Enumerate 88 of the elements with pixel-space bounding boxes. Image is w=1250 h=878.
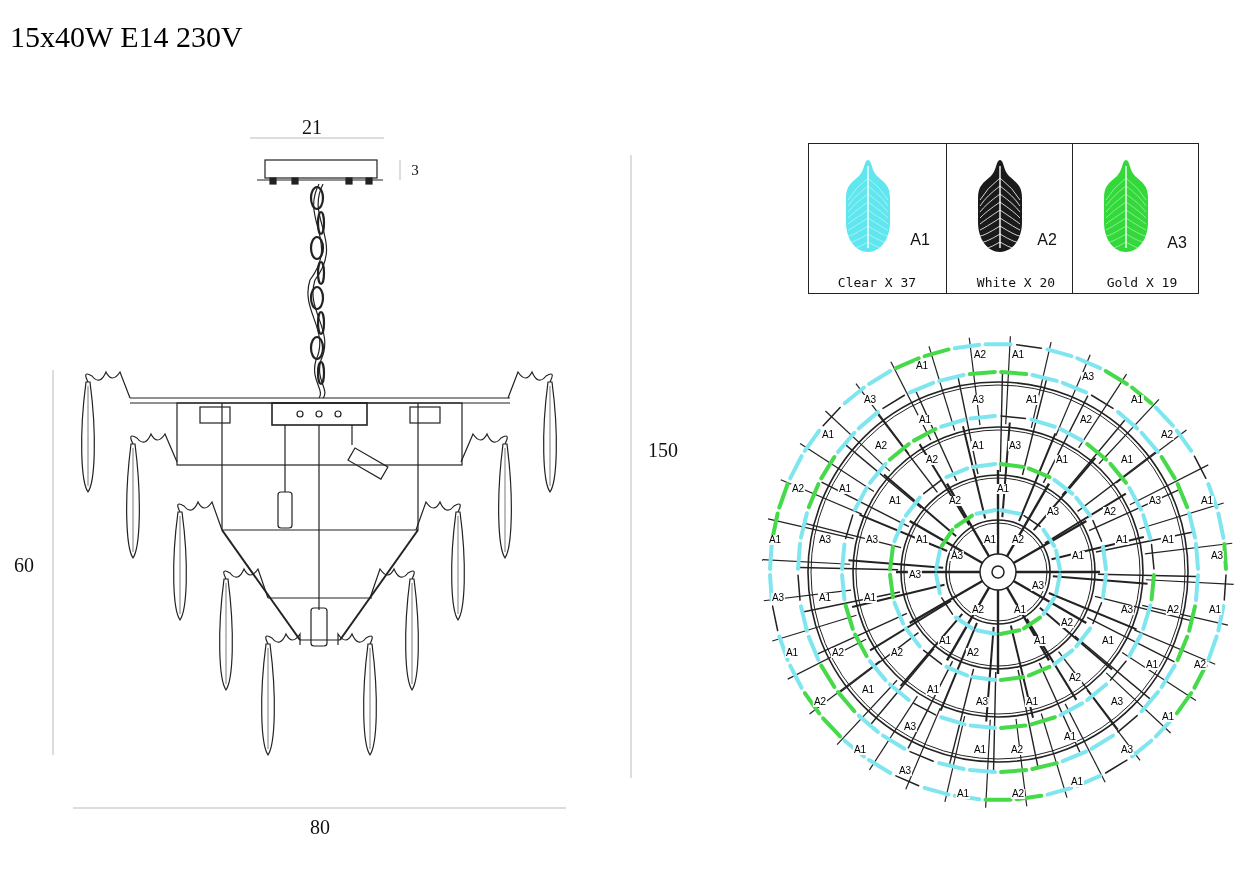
- part-code: A3: [1147, 496, 1163, 506]
- part-code: A2: [1037, 232, 1057, 248]
- part-code: A2: [1010, 535, 1026, 545]
- part-code: A3: [897, 766, 913, 776]
- part-code: A3: [902, 722, 918, 732]
- part-code: A1: [1119, 455, 1135, 465]
- part-code: A1: [820, 430, 836, 440]
- quantity-label: Gold X 19: [1106, 275, 1178, 289]
- part-code: A1: [910, 232, 930, 248]
- part-code: A3: [1119, 745, 1135, 755]
- dimension-value: 3: [411, 162, 419, 178]
- part-code: A3: [1030, 581, 1046, 591]
- part-code: A2: [970, 605, 986, 615]
- part-code: A2: [1102, 507, 1118, 517]
- part-code: A2: [1010, 789, 1026, 799]
- part-code: A2: [889, 648, 905, 658]
- part-code: A3: [1045, 507, 1061, 517]
- part-code: A3: [970, 395, 986, 405]
- part-code: A3: [1167, 235, 1187, 251]
- part-code: A1: [972, 745, 988, 755]
- part-code: A1: [1012, 605, 1028, 615]
- part-code: A1: [970, 441, 986, 451]
- part-code: A2: [947, 496, 963, 506]
- part-code: A3: [907, 570, 923, 580]
- part-code: A2: [972, 350, 988, 360]
- dimension-value: 21: [302, 117, 322, 137]
- part-code: A3: [949, 551, 965, 561]
- part-code: A1: [1199, 496, 1215, 506]
- part-code: A1: [914, 535, 930, 545]
- quantity-label: Clear X 37: [837, 275, 917, 289]
- quantity-label: White X 20: [976, 275, 1056, 289]
- part-code: A1: [1144, 660, 1160, 670]
- part-code: A2: [924, 455, 940, 465]
- part-code: A1: [982, 535, 998, 545]
- part-code: A1: [1032, 636, 1048, 646]
- part-code: A1: [1070, 551, 1086, 561]
- part-code: A1: [1160, 712, 1176, 722]
- part-code: A1: [817, 593, 833, 603]
- part-code: A1: [937, 636, 953, 646]
- part-code: A1: [767, 535, 783, 545]
- part-code: A1: [1062, 732, 1078, 742]
- part-code: A2: [1009, 745, 1025, 755]
- part-code: A1: [995, 484, 1011, 494]
- dimension-value: 60: [14, 555, 34, 575]
- part-code: A3: [1109, 697, 1125, 707]
- part-code: A2: [1192, 660, 1208, 670]
- part-code: A1: [784, 648, 800, 658]
- part-code: A3: [770, 593, 786, 603]
- part-code: A1: [1024, 697, 1040, 707]
- part-code: A1: [887, 496, 903, 506]
- part-code: A2: [965, 648, 981, 658]
- part-code: A1: [1024, 395, 1040, 405]
- dimension-value: 150: [648, 440, 678, 460]
- part-code: A2: [1067, 673, 1083, 683]
- part-code: A3: [862, 395, 878, 405]
- part-code: A2: [1078, 415, 1094, 425]
- part-code: A3: [1119, 605, 1135, 615]
- part-code: A3: [974, 697, 990, 707]
- part-code: A1: [1207, 605, 1223, 615]
- part-code: A1: [860, 685, 876, 695]
- part-code: A2: [1059, 618, 1075, 628]
- part-code: A2: [1165, 605, 1181, 615]
- heading: 15x40W E14 230V: [10, 20, 243, 54]
- part-code: A1: [914, 361, 930, 371]
- part-code: A2: [873, 441, 889, 451]
- part-code: A3: [1007, 441, 1023, 451]
- part-code: A2: [1159, 430, 1175, 440]
- part-code: A1: [1129, 395, 1145, 405]
- part-code: A1: [852, 745, 868, 755]
- part-code: A2: [830, 648, 846, 658]
- part-code: A1: [955, 789, 971, 799]
- part-code: A1: [1160, 535, 1176, 545]
- part-code: A1: [1100, 636, 1116, 646]
- part-code: A3: [1080, 372, 1096, 382]
- part-code: A1: [837, 484, 853, 494]
- part-code: A1: [1010, 350, 1026, 360]
- part-code: A1: [1069, 777, 1085, 787]
- part-code: A1: [1054, 455, 1070, 465]
- dimension-value: 80: [310, 817, 330, 837]
- part-code: A1: [925, 685, 941, 695]
- part-code: A3: [1209, 551, 1225, 561]
- part-code: A2: [812, 697, 828, 707]
- part-code: A2: [790, 484, 806, 494]
- part-code: A3: [864, 535, 880, 545]
- part-code: A3: [817, 535, 833, 545]
- part-code: A1: [1114, 535, 1130, 545]
- part-code: A1: [917, 415, 933, 425]
- part-code: A1: [862, 593, 878, 603]
